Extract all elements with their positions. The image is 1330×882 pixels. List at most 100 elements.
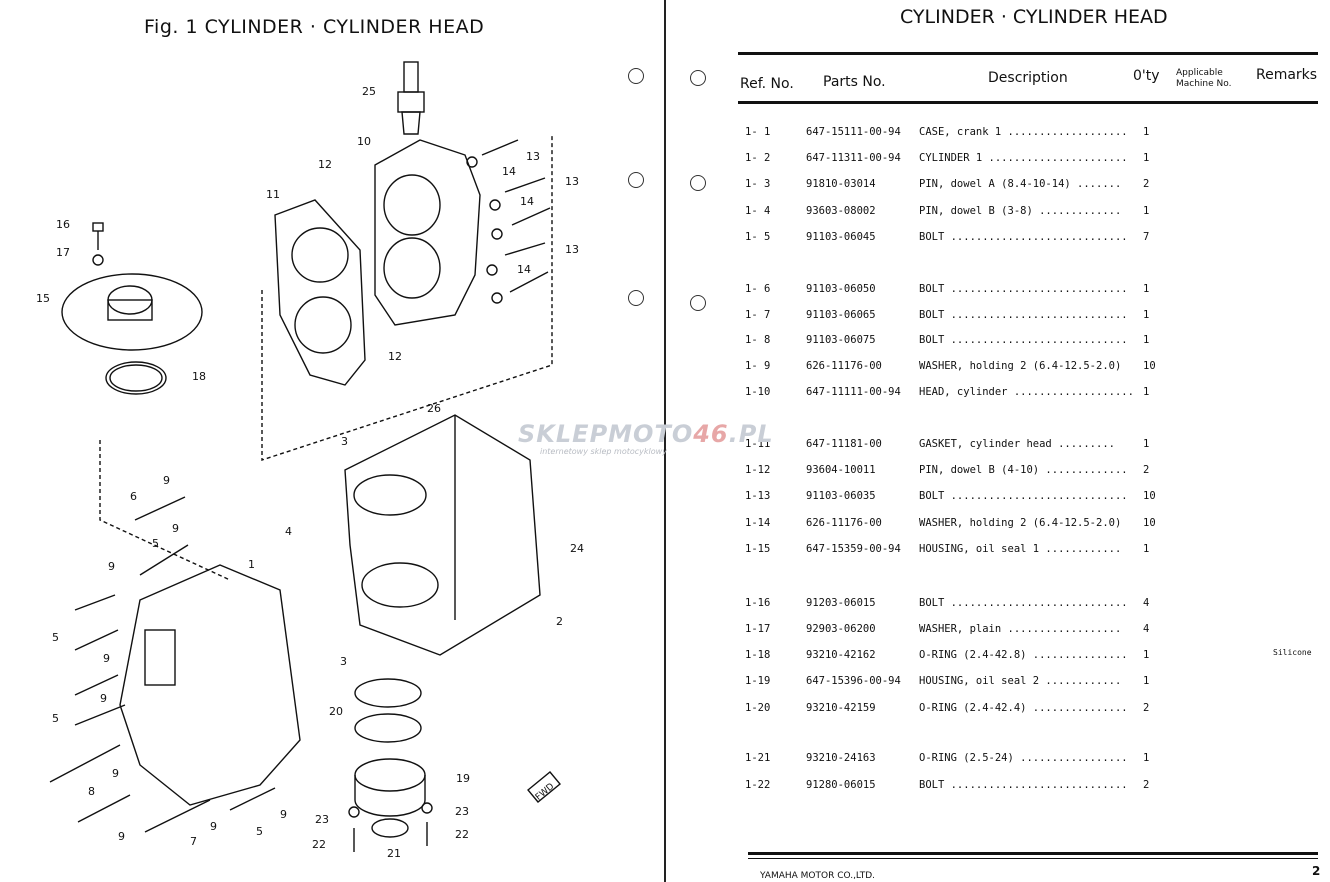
callout: 3 — [341, 435, 348, 448]
binder-hole — [628, 68, 644, 84]
page-title: CYLINDER · CYLINDER HEAD — [900, 6, 1168, 28]
col-applicable-line1: Applicable — [1176, 68, 1223, 78]
row-ref: 1- 1 — [745, 126, 771, 138]
callout: 5 — [152, 537, 159, 550]
row-part-number: 91103-06075 — [806, 334, 876, 346]
row-ref: 1-10 — [745, 386, 771, 398]
row-description: BOLT ............................ — [919, 779, 1128, 791]
row-ref: 1-16 — [745, 597, 771, 609]
page-divider — [664, 0, 666, 882]
watermark-text-suffix: .PL — [728, 420, 774, 448]
row-ref: 1-12 — [745, 464, 771, 476]
callout: 26 — [427, 402, 441, 415]
callout: 13 — [526, 150, 540, 163]
row-ref: 1- 9 — [745, 360, 771, 372]
row-description: O-RING (2.4-42.4) ............... — [919, 702, 1128, 714]
callout: 1 — [248, 558, 255, 571]
row-part-number: 93604-10011 — [806, 464, 876, 476]
watermark: SKLEPMOTO46.PL — [518, 420, 774, 448]
callout: 23 — [315, 813, 329, 826]
row-ref: 1- 7 — [745, 309, 771, 321]
callout: 9 — [103, 652, 110, 665]
callout: 10 — [357, 135, 371, 148]
page-number: 2 — [1312, 864, 1321, 878]
row-description: GASKET, cylinder head ......... — [919, 438, 1115, 450]
row-description: PIN, dowel B (3-8) ............. — [919, 205, 1122, 217]
binder-hole — [628, 290, 644, 306]
footer-company: YAMAHA MOTOR CO.,LTD. — [760, 871, 875, 881]
callout: 17 — [56, 246, 70, 259]
row-description: PIN, dowel B (4-10) ............. — [919, 464, 1128, 476]
row-description: HEAD, cylinder ................... — [919, 386, 1134, 398]
row-qty: 2 — [1143, 178, 1150, 190]
figure-title: Fig. 1 CYLINDER · CYLINDER HEAD — [144, 16, 485, 38]
callout: 20 — [329, 705, 343, 718]
row-part-number: 647-11111-00-94 — [806, 386, 901, 398]
watermark-subtitle: internetowy sklep motocyklowy — [540, 447, 667, 456]
row-qty: 1 — [1143, 152, 1150, 164]
row-qty: 1 — [1143, 752, 1150, 764]
row-part-number: 93210-42162 — [806, 649, 876, 661]
cylinder-head-shape — [374, 139, 481, 326]
spark-plug-hex — [397, 91, 425, 113]
callout: 25 — [362, 85, 376, 98]
row-description: BOLT ............................ — [919, 334, 1128, 346]
col-remarks: Remarks — [1256, 67, 1318, 83]
row-ref: 1- 6 — [745, 283, 771, 295]
row-description: PIN, dowel A (8.4-10-14) ....... — [919, 178, 1122, 190]
callout: 11 — [266, 188, 280, 201]
row-description: BOLT ............................ — [919, 231, 1128, 243]
row-qty: 1 — [1143, 283, 1150, 295]
cylinder-block-shape — [344, 414, 541, 656]
row-qty: 1 — [1143, 205, 1150, 217]
row-qty: 1 — [1143, 309, 1150, 321]
crankcase-shape — [119, 564, 301, 806]
binder-hole — [690, 295, 706, 311]
callout: 5 — [52, 631, 59, 644]
callout: 9 — [100, 692, 107, 705]
callout: 6 — [130, 490, 137, 503]
spark-plug-shape — [403, 61, 419, 93]
callout: 21 — [387, 847, 401, 860]
row-description: BOLT ............................ — [919, 309, 1128, 321]
callout: 3 — [340, 655, 347, 668]
row-ref: 1-15 — [745, 543, 771, 555]
row-qty: 10 — [1143, 360, 1156, 372]
row-qty: 1 — [1143, 438, 1150, 450]
row-ref: 1-17 — [745, 623, 771, 635]
head-gasket-shape — [274, 199, 366, 386]
row-part-number: 626-11176-00 — [806, 517, 882, 529]
row-description: O-RING (2.4-42.8) ............... — [919, 649, 1128, 661]
row-ref: 1-11 — [745, 438, 771, 450]
row-description: CASE, crank 1 ................... — [919, 126, 1128, 138]
col-parts: Parts No. — [823, 74, 886, 90]
row-qty: 4 — [1143, 623, 1150, 635]
callout: 9 — [163, 474, 170, 487]
row-part-number: 93210-24163 — [806, 752, 876, 764]
row-part-number: 93210-42159 — [806, 702, 876, 714]
callout: 18 — [192, 370, 206, 383]
row-qty: 7 — [1143, 231, 1150, 243]
row-description: BOLT ............................ — [919, 490, 1128, 502]
callout: 8 — [88, 785, 95, 798]
binder-hole — [628, 172, 644, 188]
callout: 9 — [112, 767, 119, 780]
row-qty: 1 — [1143, 649, 1150, 661]
row-qty: 10 — [1143, 517, 1156, 529]
callout: 22 — [455, 828, 469, 841]
row-part-number: 626-11176-00 — [806, 360, 882, 372]
callout: 9 — [210, 820, 217, 833]
watermark-text-accent: 46 — [693, 420, 729, 448]
row-part-number: 91103-06065 — [806, 309, 876, 321]
binder-hole — [690, 175, 706, 191]
callout: 22 — [312, 838, 326, 851]
header-rule-top — [738, 52, 1318, 55]
row-part-number: 91203-06015 — [806, 597, 876, 609]
row-description: HOUSING, oil seal 2 ............ — [919, 675, 1122, 687]
callout: 23 — [455, 805, 469, 818]
row-part-number: 91103-06035 — [806, 490, 876, 502]
row-ref: 1- 4 — [745, 205, 771, 217]
row-part-number: 647-15111-00-94 — [806, 126, 901, 138]
row-part-number: 91103-06050 — [806, 283, 876, 295]
row-ref: 1- 5 — [745, 231, 771, 243]
